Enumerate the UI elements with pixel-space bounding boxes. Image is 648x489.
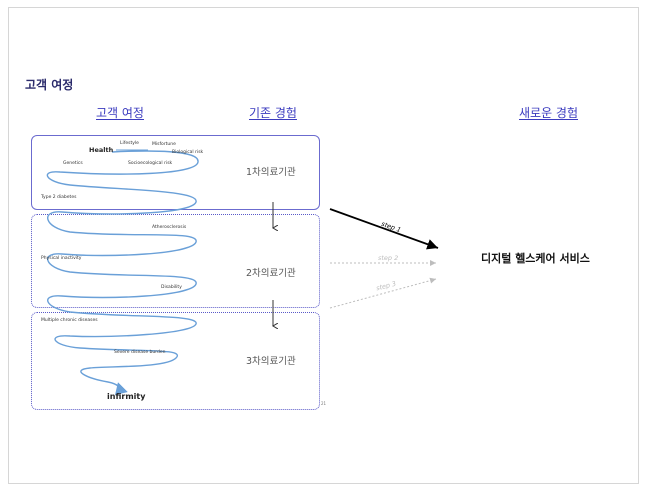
institution-tertiary: 3차의료기관 (246, 356, 296, 367)
label-infirmity: infirmity (107, 392, 146, 401)
column-heading-new: 새로운 경험 (519, 106, 579, 120)
label-multiple-chronic-diseases: Multiple chronic diseases (41, 318, 98, 323)
slide-title: 고객 여정 (25, 78, 74, 92)
page-number: 21 (321, 401, 327, 406)
label-atherosclerosis: Atherosclerosis (152, 225, 187, 230)
label-type2-diabetes: Type 2 diabetes (41, 195, 77, 200)
label-health: Health (89, 146, 114, 154)
column-heading-existing: 기존 경험 (249, 106, 297, 120)
digital-healthcare-service: 디지털 헬스케어 서비스 (481, 252, 590, 265)
stage-box-tertiary (31, 312, 320, 410)
step-2-label: step 2 (378, 254, 399, 262)
institution-secondary: 2차의료기관 (246, 268, 296, 279)
label-lifestyle: Lifestyle (120, 141, 139, 146)
label-physical-inactivity: Physical inactivity (41, 256, 82, 261)
label-biological-risk: Biological risk (172, 150, 204, 155)
step-1-arrow (329, 208, 439, 250)
journey-spiral (46, 150, 199, 395)
label-severe-disease-burden: Severe disease burden (114, 350, 166, 355)
slide (8, 7, 639, 484)
institution-primary: 1차의료기관 (246, 167, 296, 178)
label-socioecological-risk: Socioecological risk (128, 161, 173, 166)
column-heading-journey: 고객 여정 (96, 106, 144, 120)
label-disability: Disability (161, 285, 182, 290)
label-misfortune: Misfortune (152, 142, 176, 147)
label-genetics: Genetics (63, 161, 83, 166)
stage-box-secondary (31, 214, 320, 308)
